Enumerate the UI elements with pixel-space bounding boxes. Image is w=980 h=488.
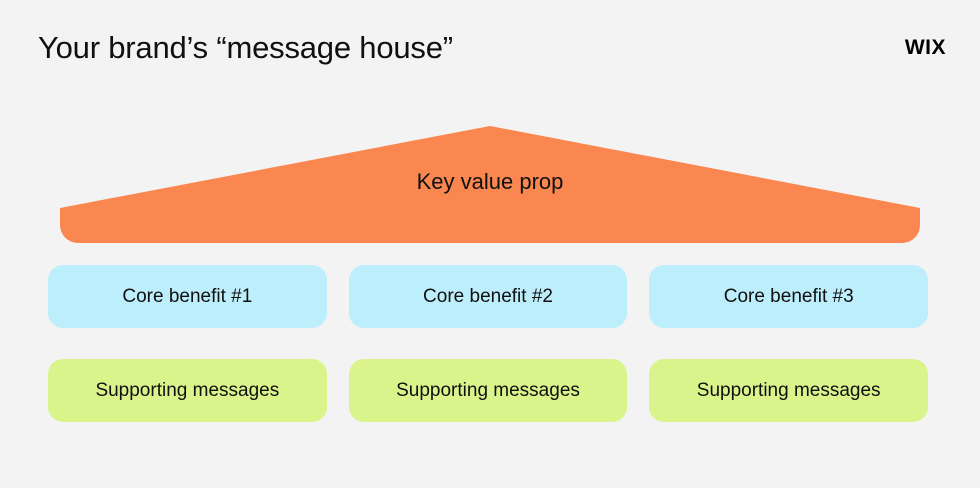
- roof-polygon-icon: [60, 126, 920, 243]
- core-benefits-row: Core benefit #1 Core benefit #2 Core ben…: [48, 265, 929, 328]
- core-benefit-label-2: Core benefit #2: [423, 285, 553, 307]
- core-benefit-label-1: Core benefit #1: [122, 285, 253, 307]
- core-benefit-card-1: Core benefit #1: [48, 265, 327, 328]
- supporting-messages-row: Supporting messages Supporting messages …: [48, 359, 929, 422]
- wix-logo: WIX: [904, 36, 946, 59]
- core-benefit-label-3: Core benefit #3: [723, 285, 854, 307]
- supporting-message-label-3: Supporting messages: [696, 379, 881, 401]
- core-benefit-card-2: Core benefit #2: [348, 265, 628, 328]
- supporting-message-card-1: Supporting messages: [48, 359, 327, 422]
- roof-shape: Key value prop: [60, 126, 920, 243]
- core-benefit-card-3: Core benefit #3: [649, 265, 929, 328]
- supporting-message-label-1: Supporting messages: [95, 379, 280, 401]
- supporting-message-label-2: Supporting messages: [396, 379, 580, 401]
- supporting-message-card-3: Supporting messages: [649, 359, 929, 422]
- supporting-message-card-2: Supporting messages: [348, 359, 628, 422]
- page-title: Your brand’s “message house”: [38, 30, 453, 65]
